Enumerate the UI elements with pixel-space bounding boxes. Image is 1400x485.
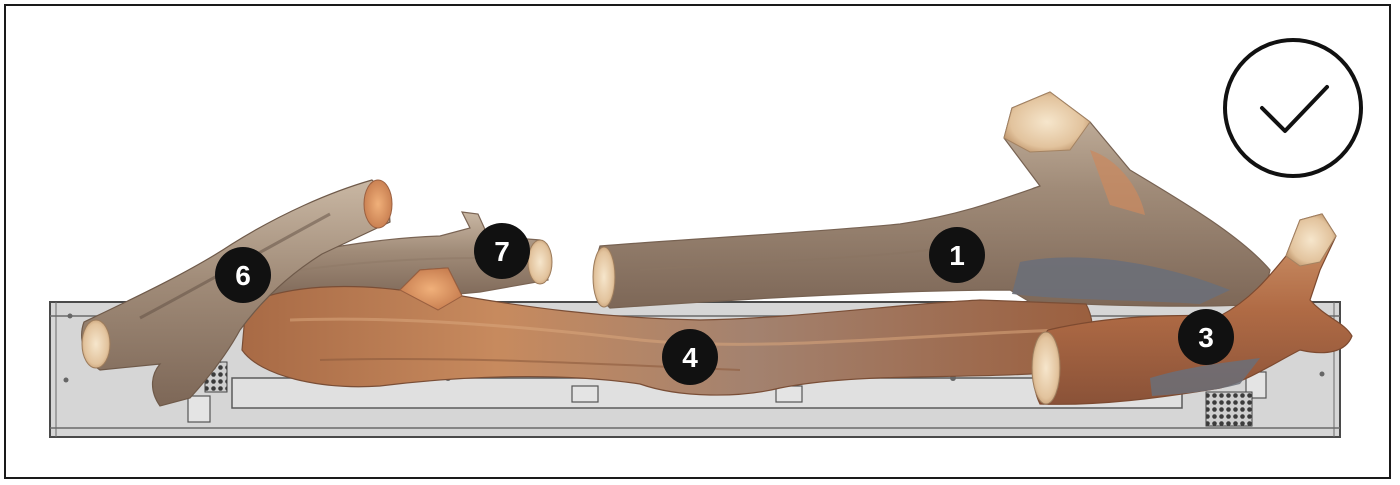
log-1 — [593, 92, 1270, 308]
badge-6-label: 6 — [235, 260, 251, 291]
badge-4-label: 4 — [682, 342, 698, 373]
badge-6: 6 — [215, 247, 271, 303]
checkmark-circle-icon — [1225, 40, 1361, 176]
badge-7-label: 7 — [494, 236, 510, 267]
badge-7: 7 — [474, 223, 530, 279]
badge-4: 4 — [662, 329, 718, 385]
badge-3-label: 3 — [1198, 322, 1214, 353]
badge-1-label: 1 — [949, 240, 965, 271]
badge-3: 3 — [1178, 309, 1234, 365]
badge-1: 1 — [929, 227, 985, 283]
